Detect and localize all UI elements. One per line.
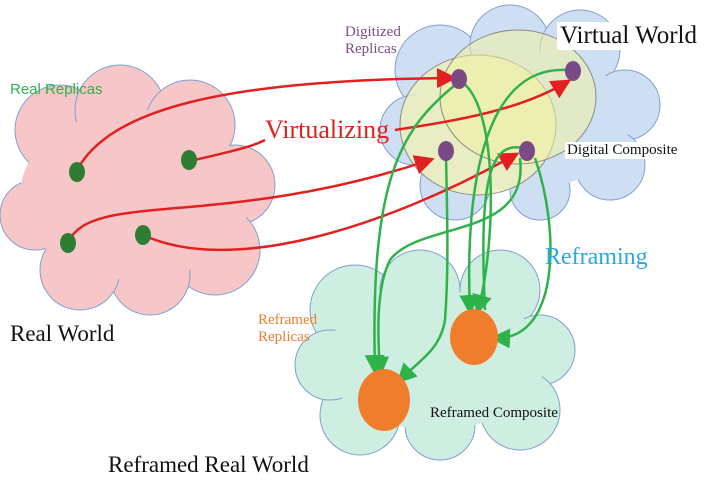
digitized-replicas: [438, 61, 581, 161]
label-reframed-replicas: Reframed Replicas: [258, 312, 317, 345]
label-reframed-line1: Reframed: [258, 312, 318, 328]
virtualizing-arrows: [66, 68, 572, 252]
digitized-replica-dot: [565, 61, 581, 81]
reframed-world-cloud: [294, 249, 576, 461]
reframing-arrow: [490, 157, 552, 349]
label-virtual-world: Virtual World: [557, 22, 700, 50]
digitized-replica-dot: [451, 69, 467, 89]
label-reframed-real-world: Reframed Real World: [108, 452, 309, 477]
reframing-arrow: [396, 157, 449, 384]
label-digitized-replicas: Digitized Replicas: [345, 24, 401, 57]
label-virtualizing: Virtualizing: [265, 115, 390, 144]
label-reframed-line2: Replicas: [258, 328, 310, 345]
label-reframing: Reframing: [545, 244, 648, 270]
virtualizing-arrow: [75, 68, 457, 171]
virtualizing-arrow: [142, 152, 520, 252]
label-digitized-line1: Digitized: [345, 24, 401, 40]
virtualizing-arrow: [66, 155, 435, 244]
label-digital-composite: Digital Composite: [565, 142, 680, 159]
real-replica-dot: [69, 162, 85, 182]
label-real-replicas: Real Replicas: [10, 81, 103, 98]
digitized-replica-dot: [438, 141, 454, 161]
reframing-arrow: [459, 68, 568, 315]
real-replica-dot: [60, 233, 76, 253]
reframing-arrow: [482, 146, 523, 311]
reframed-replica-dot: [450, 309, 498, 365]
real-replica-dot: [181, 150, 197, 170]
virtualizing-arrow: [394, 79, 572, 132]
reframed-replicas: [358, 309, 498, 431]
reframed-composite-dot: [358, 369, 410, 431]
real-replicas: [60, 150, 197, 253]
reframing-arrow: [369, 157, 522, 377]
real-replica-dot: [135, 225, 151, 245]
label-digitized-line2: Replicas: [345, 40, 397, 57]
label-reframed-composite: Reframed Composite: [430, 405, 558, 421]
label-real-world: Real World: [10, 321, 115, 346]
reframing-arrow: [364, 84, 456, 375]
reframing-arrows: [364, 68, 568, 384]
real-world-cloud: [0, 64, 276, 316]
virtualizing-arrow: [194, 138, 266, 162]
digitized-replica-dot: [519, 141, 535, 161]
